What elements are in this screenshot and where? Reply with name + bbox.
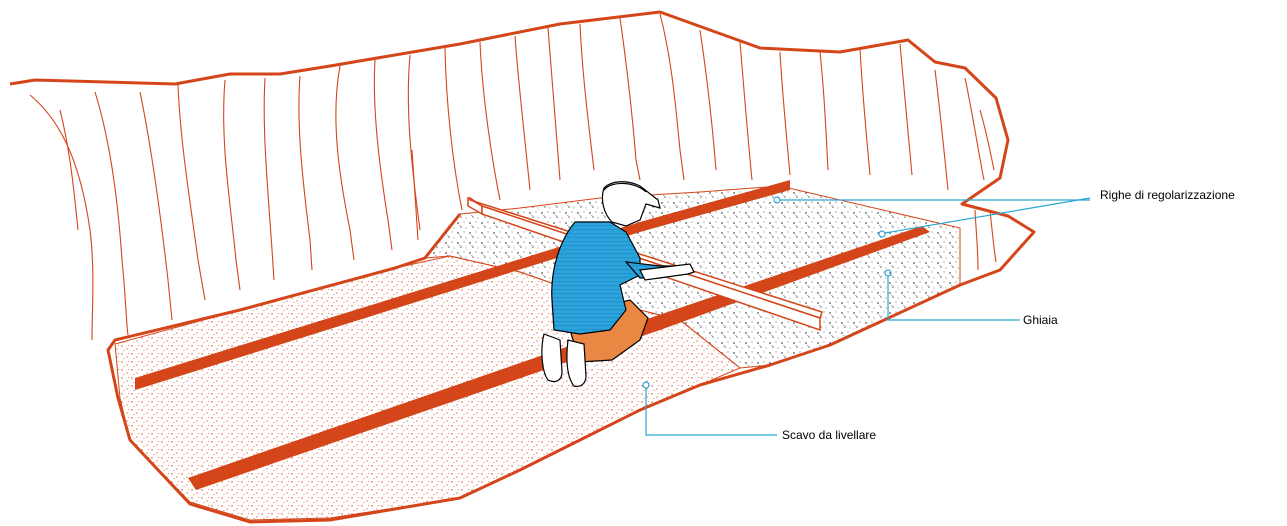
leader-lines <box>642 196 1091 436</box>
label-gravel: Ghiaia <box>1023 313 1058 327</box>
label-excavation: Scavo da livellare <box>782 428 877 442</box>
worker-shoe-left <box>541 333 563 383</box>
label-screeding-rails: Righe di regolarizzazione <box>1100 188 1235 202</box>
worker-hand <box>639 263 695 281</box>
worker-shoe-right <box>566 339 587 387</box>
excavation-wall <box>9 10 1036 524</box>
worker-figure <box>541 181 695 387</box>
worker-head <box>601 181 661 227</box>
